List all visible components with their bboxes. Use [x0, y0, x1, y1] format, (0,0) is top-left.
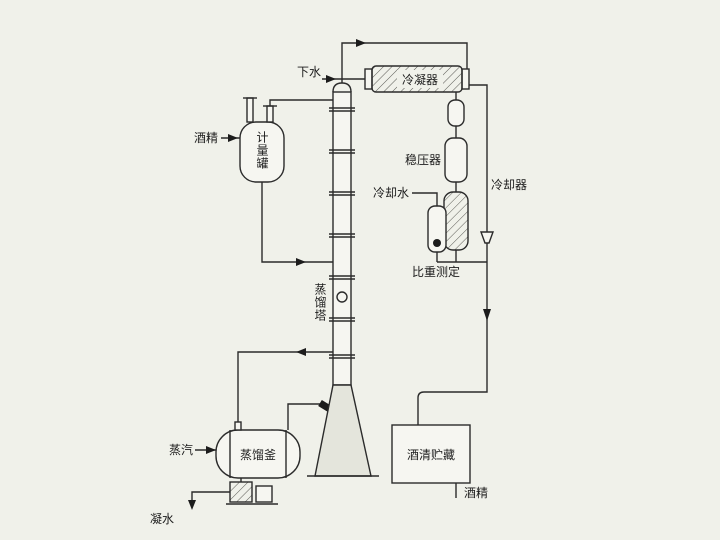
separator-pot — [447, 99, 465, 127]
column-flanges — [329, 107, 355, 359]
column-to-kettle-line — [237, 351, 333, 422]
kettle-body — [215, 429, 301, 479]
condenser-right-cap — [461, 68, 470, 90]
pump-motor — [255, 485, 273, 503]
stabilizer-vessel — [444, 137, 468, 183]
pump-body — [229, 481, 253, 503]
cooling-water-line — [412, 192, 438, 206]
cooler-outlet-line — [436, 250, 487, 263]
label-alcohol-feed: 酒精 — [194, 131, 218, 145]
sight-glass-body — [427, 205, 447, 253]
metering-tank-nozzle-left — [246, 97, 254, 123]
column-to-kettle-arrow — [296, 348, 306, 356]
label-condensate: 凝水 — [150, 511, 174, 526]
label-metering-tank: 计量罐 — [255, 131, 269, 170]
condensate-out-line — [191, 491, 230, 506]
condenser-vessel — [364, 65, 470, 93]
product-line — [417, 262, 488, 425]
label-drain-water: 下水 — [297, 65, 321, 79]
kettle-nozzle-left — [234, 421, 242, 431]
equalization-line — [269, 99, 333, 106]
label-distillation-kettle: 蒸馏釜 — [240, 447, 276, 462]
product-down-arrow — [483, 309, 491, 321]
condenser-left-cap — [364, 68, 373, 90]
vapor-flow-arrow — [356, 39, 366, 47]
storage-tank — [391, 424, 471, 484]
flow-arrows — [188, 39, 491, 510]
cooler-vessel — [443, 191, 469, 251]
kettle-riser-line — [287, 403, 322, 430]
column-shell — [332, 91, 352, 386]
metering-outlet-line — [261, 182, 333, 263]
kettle-seams — [229, 430, 287, 478]
condensate-down-arrow — [188, 500, 196, 510]
metering-tank-vessel — [239, 97, 285, 183]
steam-arrow — [206, 446, 216, 454]
label-distillation-column: 蒸馏塔 — [313, 283, 327, 322]
condenser-label-plate — [397, 70, 443, 88]
metering-tank-nozzle-right — [266, 105, 274, 123]
label-stabilizer: 稳压器 — [405, 152, 441, 167]
label-density-measurement: 比重测定 — [412, 264, 460, 279]
label-cooler: 冷却器 — [491, 178, 527, 192]
sight-glass-float — [433, 239, 441, 247]
kettle-vessel — [215, 421, 301, 479]
distillation-column-vessel — [307, 82, 379, 477]
vapor-line — [341, 42, 468, 83]
label-alcohol-out: 酒精 — [464, 486, 488, 500]
column-sight-port — [336, 291, 348, 303]
column-dome — [332, 82, 352, 93]
metering-tank-body — [239, 121, 285, 183]
right-vertical-line — [469, 84, 488, 262]
sight-glass — [427, 205, 447, 253]
feed-to-column-arrow — [296, 258, 306, 266]
column-skirt — [314, 384, 372, 477]
funnel-drain — [480, 231, 494, 244]
alcohol-feed-arrow — [228, 134, 238, 142]
label-storage: 酒清贮藏 — [407, 447, 455, 462]
label-condenser: 冷凝器 — [402, 72, 438, 87]
drain-water-arrow — [326, 75, 336, 83]
label-steam: 蒸汽 — [169, 442, 193, 457]
pump-unit — [229, 481, 273, 503]
label-cooling-water: 冷却水 — [373, 186, 409, 200]
labels: 下水 冷凝器 酒精 计量罐 稳压器 冷却水 冷却器 比重测定 蒸馏塔 蒸馏釜 蒸… — [150, 65, 527, 526]
